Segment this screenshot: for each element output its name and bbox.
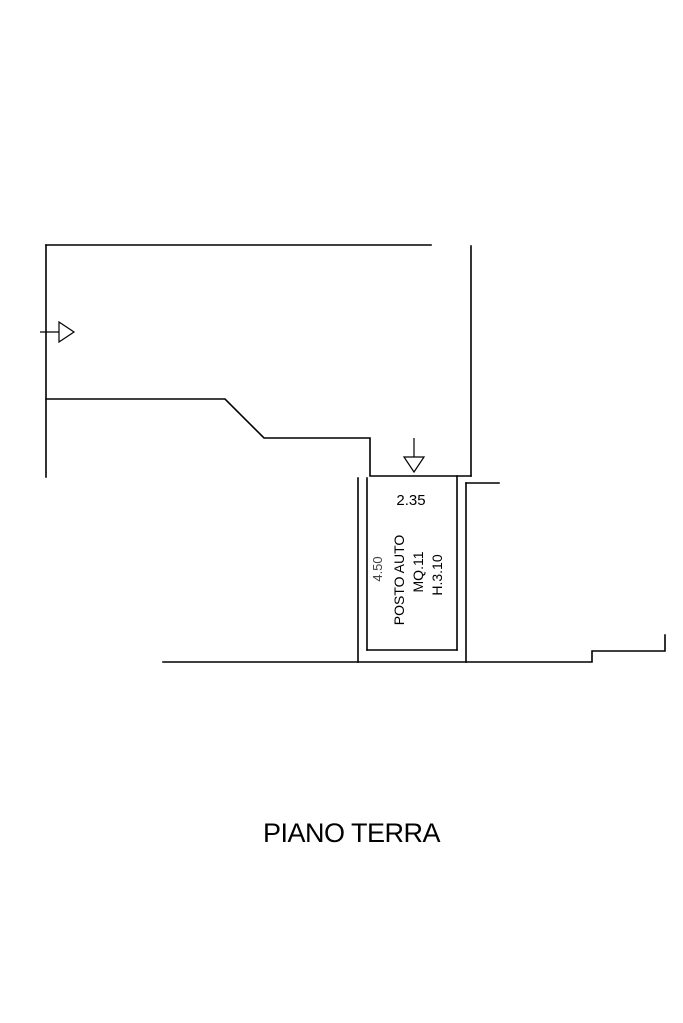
height-label: H.3.10 <box>429 554 445 595</box>
width-dimension-label: 2.35 <box>396 492 425 509</box>
area-label: MQ.11 <box>410 551 426 592</box>
room-name-label: POSTO AUTO <box>391 535 407 626</box>
upper-building-walls <box>45 244 472 478</box>
ground-line <box>162 634 666 663</box>
length-dimension-label: 4.50 <box>370 556 385 581</box>
section-marker-left <box>40 320 76 344</box>
section-marker-top <box>402 438 426 474</box>
parking-space-walls <box>357 475 500 663</box>
floor-title: PIANO TERRA <box>262 818 441 848</box>
